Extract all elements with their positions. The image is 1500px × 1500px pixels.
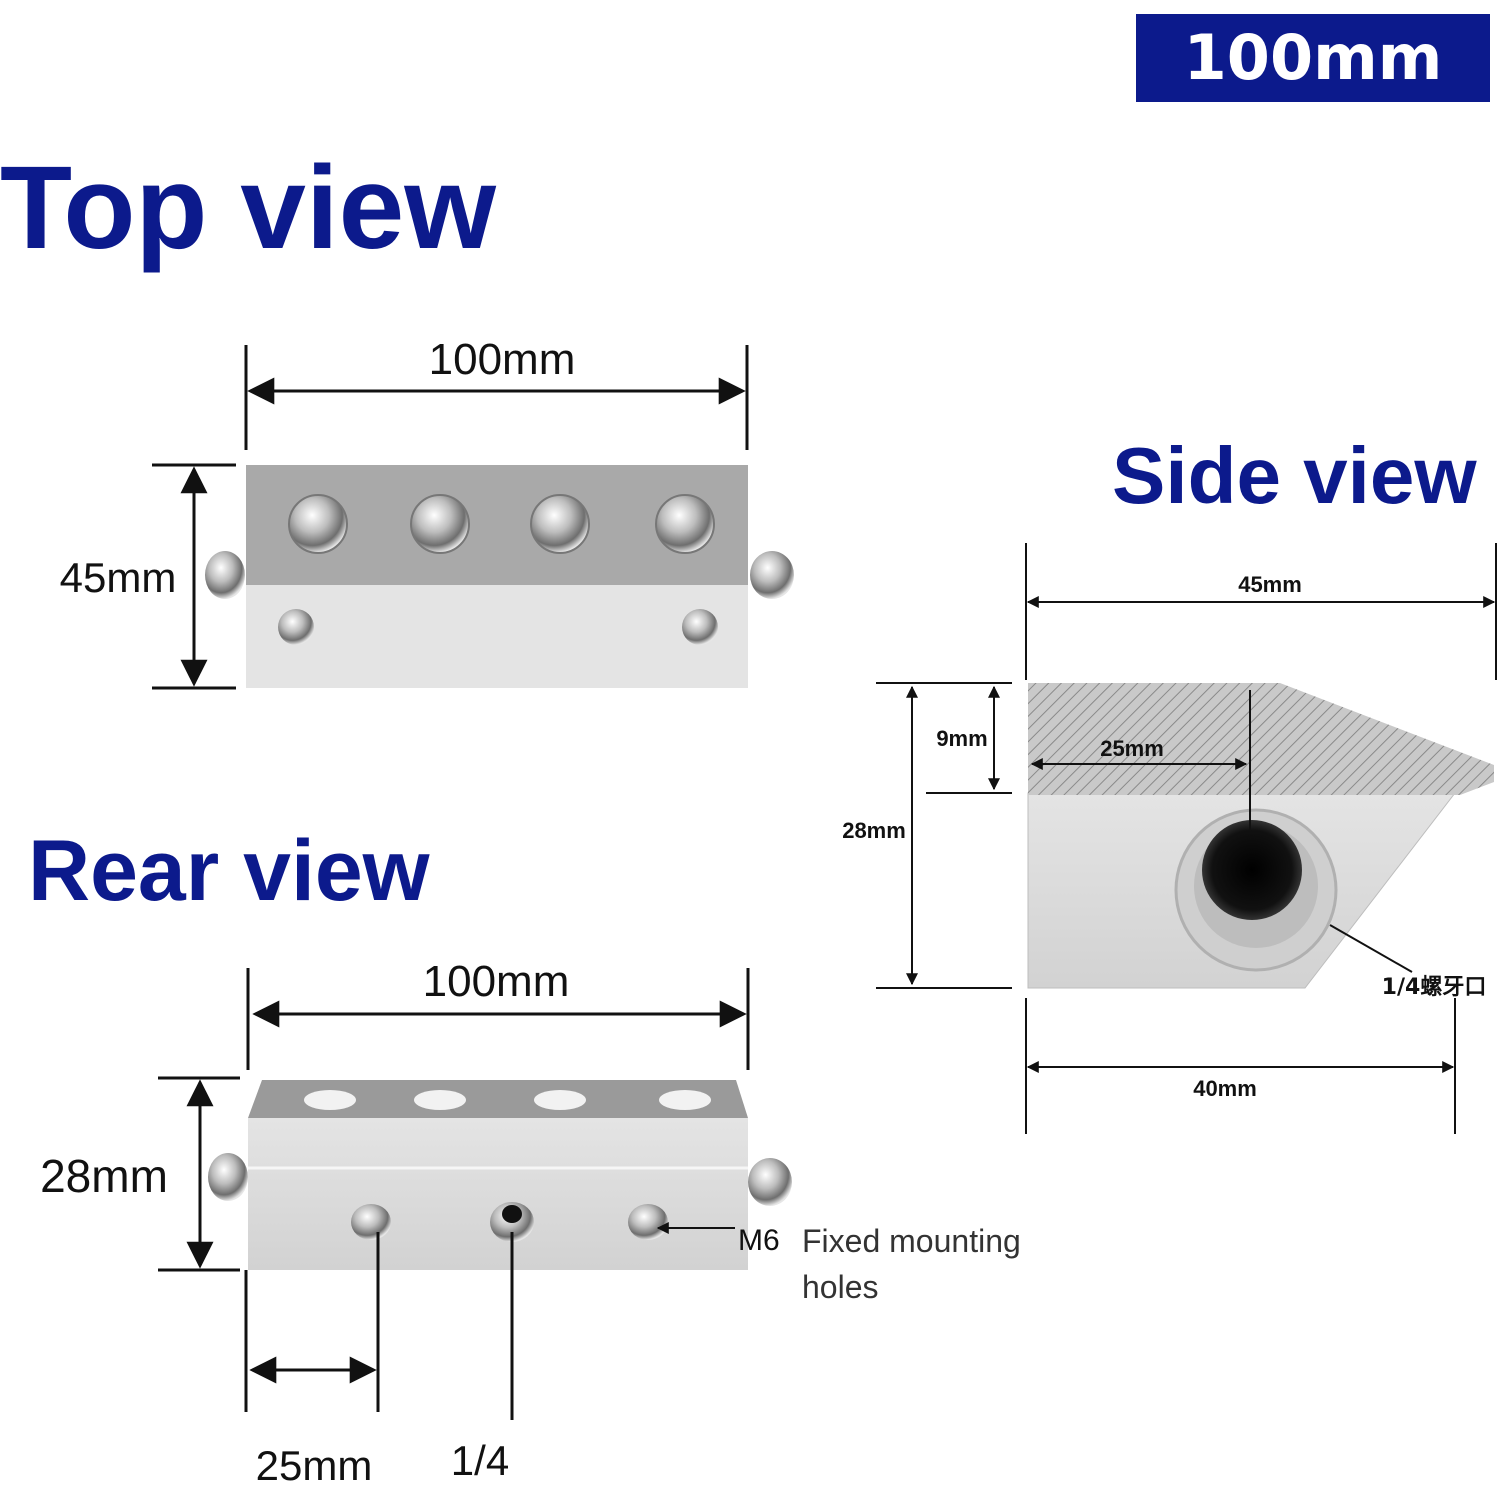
- fixed-holes-line2: holes: [802, 1269, 879, 1305]
- top-width-label: 100mm: [429, 335, 576, 384]
- fixed-holes-line1: Fixed mounting: [802, 1223, 1021, 1259]
- thread-label: 1/4螺牙口: [1382, 975, 1487, 1000]
- thread-bore-icon: [1202, 820, 1302, 920]
- offset-label: 25mm: [256, 1442, 373, 1489]
- mount-hole-icon: [682, 609, 718, 645]
- rear-block-top: [248, 1080, 748, 1118]
- screw-icon: [534, 1090, 586, 1110]
- center-hole-label: 1/4: [451, 1437, 509, 1484]
- screw-icon: [414, 1090, 466, 1110]
- top-view-drawing: 100mm 45mm: [60, 335, 794, 690]
- m6-label: M6: [738, 1224, 780, 1257]
- mount-hole-icon: [278, 609, 314, 645]
- side-base-label: 40mm: [1193, 1076, 1257, 1101]
- end-cap-right: [748, 1158, 792, 1206]
- screw-icon: [288, 494, 348, 554]
- side-height-label: 28mm: [842, 818, 906, 843]
- thread-leader: [1329, 924, 1413, 973]
- rear-view-drawing: 100mm 28mm 25mm 1/4 M6 Fixed mounting ho…: [40, 957, 1021, 1489]
- screw-icon: [530, 494, 590, 554]
- end-cap-right: [750, 551, 794, 599]
- screw-icon: [410, 494, 470, 554]
- mount-hole-icon: [628, 1204, 668, 1240]
- side-inner-label: 25mm: [1100, 736, 1164, 761]
- side-width-label: 45mm: [1238, 572, 1302, 597]
- thread-hole-center: [502, 1205, 522, 1223]
- end-cap-left: [205, 551, 245, 599]
- top-view-heading: Top view: [0, 142, 497, 274]
- rear-width-label: 100mm: [423, 957, 570, 1006]
- top-block-lower: [246, 585, 748, 688]
- screw-icon: [659, 1090, 711, 1110]
- side-lip-label: 9mm: [936, 726, 987, 751]
- size-badge-label: 100mm: [1183, 21, 1443, 94]
- rear-view-heading: Rear view: [28, 823, 430, 919]
- mount-hole-icon: [351, 1204, 391, 1240]
- side-block-lip: [1028, 683, 1494, 795]
- screw-icon: [655, 494, 715, 554]
- size-badge: 100mm: [1136, 14, 1490, 102]
- side-view-heading: Side view: [1112, 431, 1477, 520]
- side-view-drawing: 45mm 25mm 9mm 28mm 1/4螺牙口 40mm: [842, 543, 1497, 1134]
- end-cap-left: [208, 1153, 248, 1201]
- rear-height-label: 28mm: [40, 1150, 168, 1202]
- screw-icon: [304, 1090, 356, 1110]
- top-height-label: 45mm: [60, 554, 177, 601]
- rear-block-face: [248, 1118, 748, 1270]
